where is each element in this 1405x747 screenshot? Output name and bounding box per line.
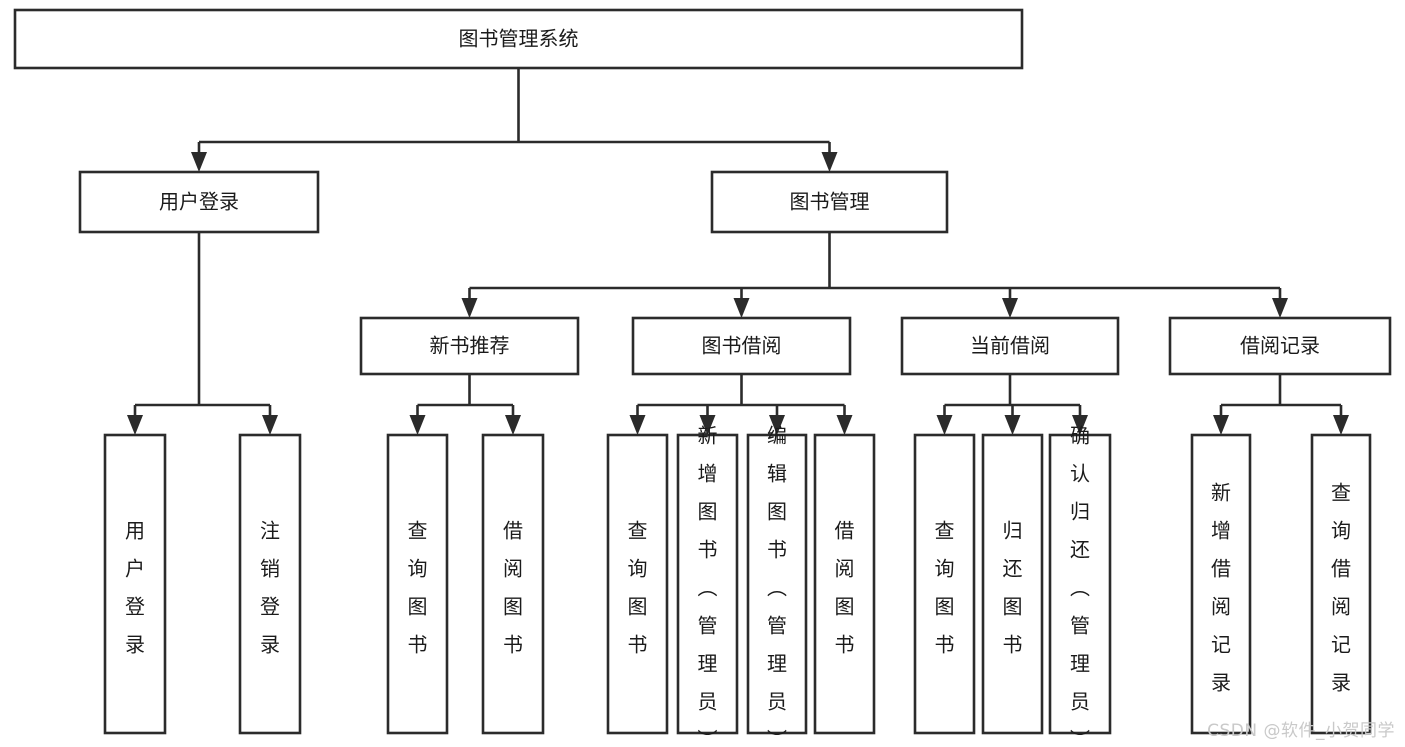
node-leaf-borrow-book-2[interactable]: 借阅图书 (813, 433, 876, 735)
arrow-head-leaf-borrow-book-1 (505, 415, 521, 435)
arrow-head-leaf-query-book-2 (629, 415, 646, 435)
node-box-leaf-borrow-book-1 (481, 433, 545, 735)
watermark-text: CSDN @软件_小贺同学 (1207, 721, 1395, 741)
node-new-book-recommend[interactable]: 新书推荐 (359, 316, 580, 376)
node-box-user-login (78, 170, 320, 234)
arrow-head-new-book-recommend (461, 298, 478, 318)
node-leaf-add-borrow-record[interactable]: 新增借阅记录 (1190, 433, 1252, 735)
node-box-leaf-borrow-book-2 (813, 433, 876, 735)
node-leaf-borrow-book-1[interactable]: 借阅图书 (481, 433, 545, 735)
node-label-leaf-borrow-book-2: 借阅图书 (835, 519, 855, 657)
node-label-leaf-borrow-book-1: 借阅图书 (503, 519, 523, 657)
arrow-head-user-login (191, 152, 207, 172)
node-box-leaf-logout-login (238, 433, 302, 735)
node-box-book-borrow (631, 316, 852, 376)
arrow-head-borrow-record (1272, 298, 1288, 318)
node-box-leaf-query-borrow-record (1310, 433, 1372, 735)
node-box-leaf-confirm-return-admin (1048, 433, 1112, 735)
node-book-borrow[interactable]: 图书借阅 (631, 316, 852, 376)
arrow-head-leaf-query-book-1 (409, 415, 426, 435)
node-label-leaf-logout-login: 注销登录 (260, 519, 280, 657)
node-user-login[interactable]: 用户登录 (78, 170, 320, 234)
node-label-leaf-query-book-3: 查询图书 (935, 519, 955, 657)
arrow-head-leaf-query-book-3 (936, 415, 953, 435)
node-label-leaf-add-book-admin: 新增图书︵管理员︶ (698, 424, 718, 747)
node-box-leaf-query-book-1 (386, 433, 449, 735)
node-leaf-query-book-2[interactable]: 查询图书 (606, 433, 669, 735)
node-leaf-query-book-1[interactable]: 查询图书 (386, 433, 449, 735)
node-label-leaf-return-book: 归还图书 (1003, 519, 1023, 657)
node-layer: 图书管理系统用户登录图书管理新书推荐图书借阅当前借阅借阅记录用户登录注销登录查询… (13, 8, 1392, 747)
edge-layer (127, 68, 1349, 435)
node-label-leaf-query-book-1: 查询图书 (408, 519, 428, 657)
node-box-leaf-add-borrow-record (1190, 433, 1252, 735)
node-box-root (13, 8, 1024, 70)
node-box-new-book-recommend (359, 316, 580, 376)
arrow-head-leaf-add-book-admin (699, 415, 716, 435)
node-label-new-book-recommend: 新书推荐 (430, 334, 510, 358)
node-label-borrow-record: 借阅记录 (1240, 334, 1320, 358)
arrow-head-leaf-user-login (127, 415, 143, 435)
arrow-head-book-management (821, 152, 838, 172)
arrow-head-leaf-query-borrow-record (1333, 415, 1349, 435)
node-book-management[interactable]: 图书管理 (710, 170, 949, 234)
node-leaf-confirm-return-admin[interactable]: 确认归还︵管理员︶ (1048, 424, 1112, 747)
node-current-borrow[interactable]: 当前借阅 (900, 316, 1120, 376)
node-leaf-query-borrow-record[interactable]: 查询借阅记录 (1310, 433, 1372, 735)
arrow-head-leaf-logout-login (262, 415, 278, 435)
node-root[interactable]: 图书管理系统 (13, 8, 1024, 70)
node-leaf-edit-book-admin[interactable]: 编辑图书︵管理员︶ (746, 424, 808, 747)
node-label-book-management: 图书管理 (790, 190, 870, 214)
node-label-leaf-add-borrow-record: 新增借阅记录 (1211, 481, 1231, 695)
node-box-leaf-query-book-3 (913, 433, 976, 735)
node-leaf-query-book-3[interactable]: 查询图书 (913, 433, 976, 735)
arrow-head-leaf-add-borrow-record (1213, 415, 1229, 435)
node-box-current-borrow (900, 316, 1120, 376)
node-box-leaf-edit-book-admin (746, 433, 808, 735)
node-label-leaf-confirm-return-admin: 确认归还︵管理员︶ (1070, 424, 1090, 747)
node-box-borrow-record (1168, 316, 1392, 376)
node-label-leaf-query-borrow-record: 查询借阅记录 (1331, 481, 1351, 695)
arrow-head-leaf-edit-book-admin (769, 415, 785, 435)
node-label-current-borrow: 当前借阅 (970, 334, 1050, 358)
node-box-leaf-add-book-admin (676, 433, 739, 735)
node-leaf-logout-login[interactable]: 注销登录 (238, 433, 302, 735)
node-label-leaf-user-login: 用户登录 (125, 519, 145, 657)
node-box-leaf-user-login (103, 433, 167, 735)
node-label-root: 图书管理系统 (459, 27, 579, 51)
arrow-head-leaf-borrow-book-2 (836, 415, 853, 435)
node-box-leaf-return-book (981, 433, 1044, 735)
node-label-leaf-query-book-2: 查询图书 (628, 519, 648, 657)
arrow-head-book-borrow (733, 298, 750, 318)
arrow-head-current-borrow (1002, 298, 1018, 318)
node-label-user-login: 用户登录 (159, 190, 239, 214)
arrow-head-leaf-return-book (1004, 415, 1021, 435)
node-leaf-add-book-admin[interactable]: 新增图书︵管理员︶ (676, 424, 739, 747)
arrow-head-leaf-confirm-return-admin (1072, 415, 1088, 435)
node-label-book-borrow: 图书借阅 (702, 334, 782, 358)
node-label-leaf-edit-book-admin: 编辑图书︵管理员︶ (767, 424, 787, 747)
node-leaf-user-login[interactable]: 用户登录 (103, 433, 167, 735)
node-borrow-record[interactable]: 借阅记录 (1168, 316, 1392, 376)
node-leaf-return-book[interactable]: 归还图书 (981, 433, 1044, 735)
node-box-book-management (710, 170, 949, 234)
node-box-leaf-query-book-2 (606, 433, 669, 735)
